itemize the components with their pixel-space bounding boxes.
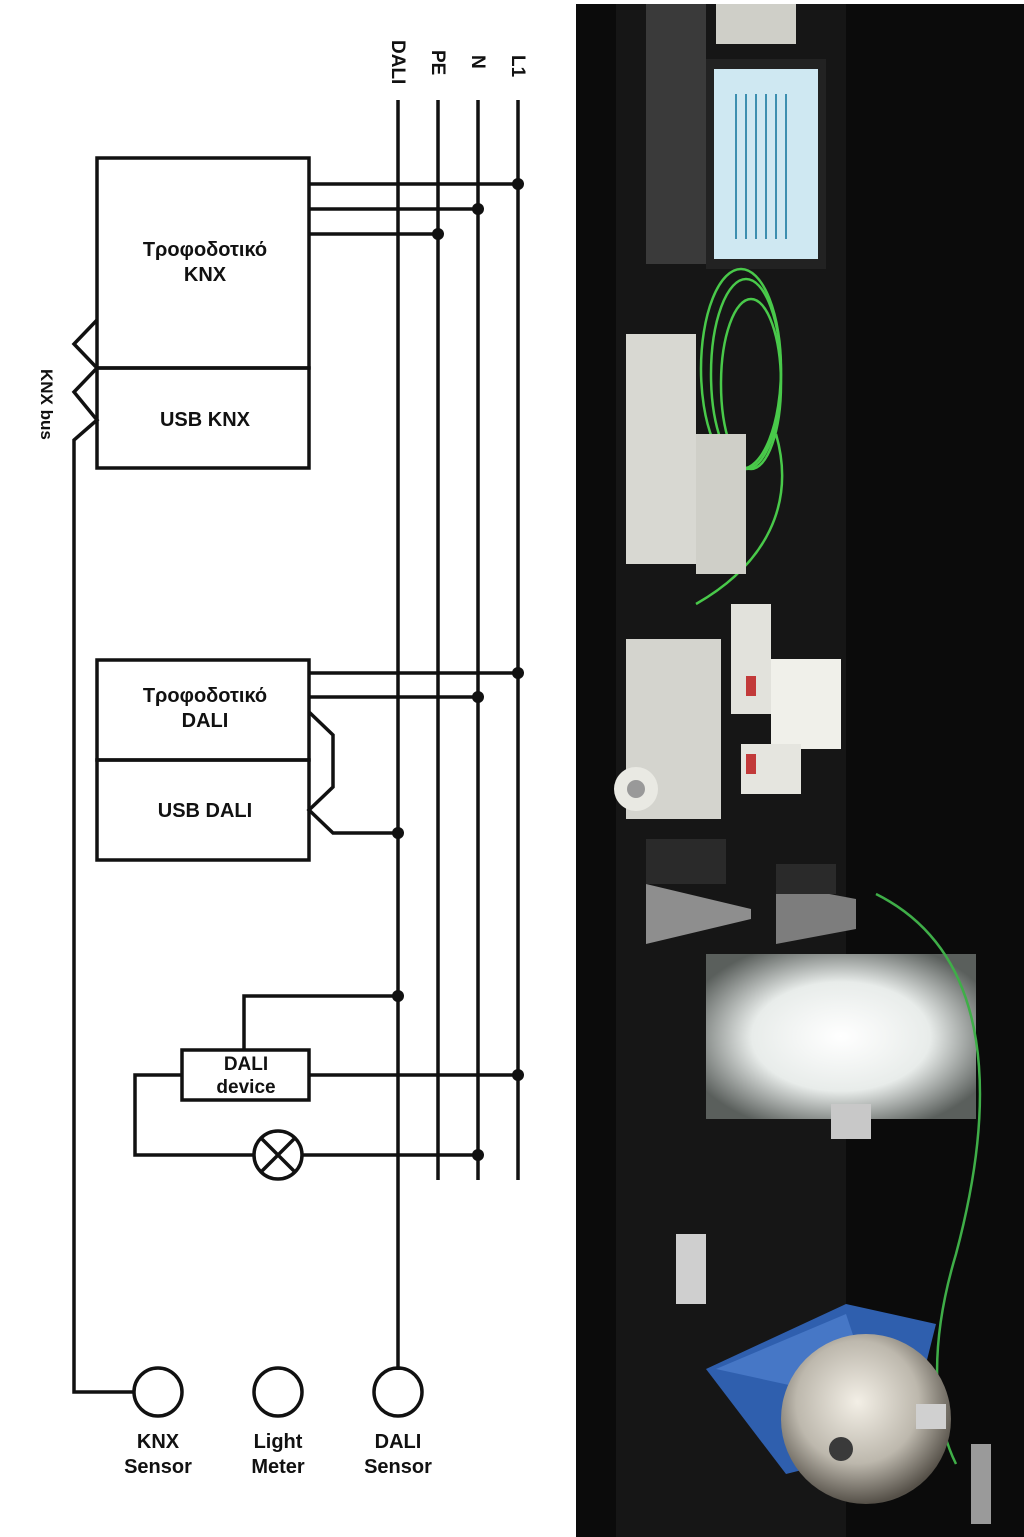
psu-dali-label-line1: Τροφοδοτικό (143, 685, 267, 707)
light-meter-label-line1: Light (254, 1431, 303, 1453)
din-rail-top (626, 334, 696, 564)
light-meter-symbol (252, 1366, 304, 1418)
n-bus-label: N (467, 55, 488, 69)
psu-knx-label-line2: KNX (184, 264, 227, 286)
dali-bus-label: DALI (387, 40, 408, 84)
pe-bus-label: PE (427, 50, 448, 75)
psu-dali-label-line2: DALI (182, 710, 229, 732)
psu-knx-label-line1: Τροφοδοτικό (143, 239, 267, 261)
wiring-diagram: DALI PE N L1 KNX bus Τροφοδοτικό KNX USB… (37, 40, 528, 1478)
downlight-2 (776, 884, 856, 944)
lamp-symbol (252, 1129, 304, 1181)
integrating-sphere (781, 1334, 951, 1504)
downlight-1 (646, 884, 751, 944)
dali-sensor-label-line2: Sensor (364, 1456, 432, 1478)
dali-sensor-label-line1: DALI (375, 1431, 422, 1453)
usb-dali-label: USB DALI (158, 800, 252, 822)
knx-sensor-label-line1: KNX (137, 1431, 180, 1453)
knx-bus-label: KNX bus (37, 369, 56, 440)
psu-knx-box (95, 156, 311, 370)
light-meter-label-line2: Meter (251, 1456, 305, 1478)
dali-device-label-line1: DALI (224, 1054, 268, 1075)
usb-knx-label: USB KNX (160, 409, 251, 431)
dali-device-label-line2: device (216, 1077, 275, 1098)
l1-bus-label: L1 (507, 55, 528, 78)
test-bench-photo (576, 4, 1024, 1537)
knx-sensor-label-line2: Sensor (124, 1456, 192, 1478)
knx-bus-wire (71, 318, 133, 1394)
laptop-keyboard (646, 4, 706, 264)
knx-sensor-symbol (132, 1366, 184, 1418)
luminaire (706, 954, 976, 1119)
dali-sensor-symbol (372, 1366, 424, 1418)
